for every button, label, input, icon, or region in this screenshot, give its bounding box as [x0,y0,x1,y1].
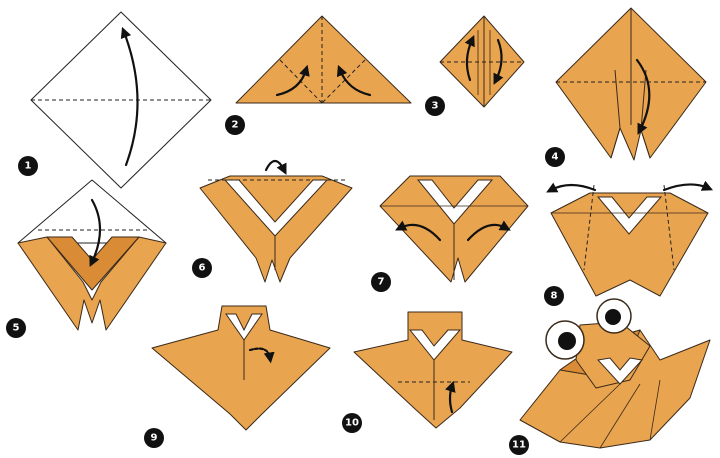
step-number: 2 [232,120,239,131]
step-6-figure [199,159,353,283]
step-number: 5 [13,323,20,334]
step-9-figure [151,305,331,431]
step-5-figure [17,179,167,331]
step-number: 8 [551,291,558,302]
step-10-figure [353,311,513,429]
step-7-figure [379,175,529,283]
step-number: 6 [199,263,206,274]
step-number: 9 [151,433,158,444]
step-badge-4: 4 [545,147,565,167]
step-number: 4 [552,152,559,163]
step-number: 10 [345,418,359,429]
step-2-figure [235,15,412,104]
step-11-figure [519,298,711,449]
step-number: 1 [25,161,32,172]
step-number: 11 [512,440,526,451]
step-number: 7 [378,277,385,288]
step-4-figure [555,7,707,161]
step-badge-10: 10 [342,413,362,433]
step-badge-3: 3 [425,96,445,116]
step-badge-6: 6 [192,258,212,278]
step-badge-9: 9 [144,428,164,448]
step-badge-11: 11 [509,435,529,455]
step-1-figure [30,11,212,189]
step-badge-5: 5 [6,318,26,338]
step-badge-2: 2 [225,115,245,135]
step-3-figure [439,15,525,108]
step-badge-8: 8 [544,286,564,306]
step-number: 3 [432,101,439,112]
step-badge-1: 1 [18,156,38,176]
step-8-figure [546,180,714,297]
step-badge-7: 7 [371,272,391,292]
